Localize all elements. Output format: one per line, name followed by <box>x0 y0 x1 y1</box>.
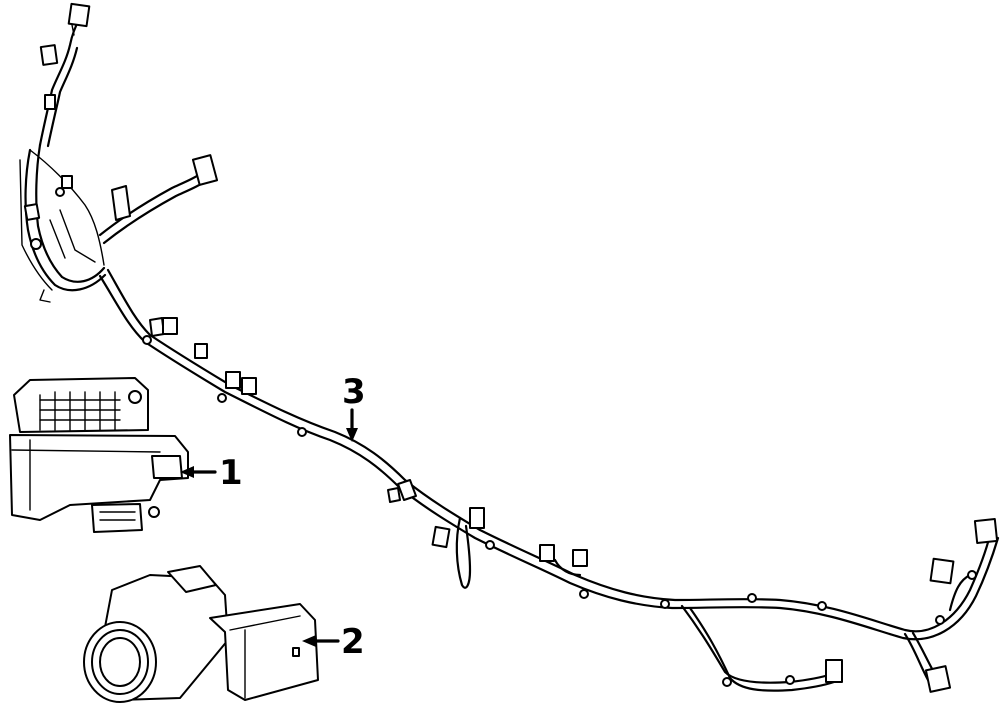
callout-3-label: 3 <box>342 372 366 412</box>
callout-1-label: 1 <box>219 453 243 493</box>
control-module <box>9 377 189 533</box>
callout-1: 1 <box>180 453 243 493</box>
callout-3: 3 <box>342 372 366 442</box>
callout-2: 2 <box>302 622 365 662</box>
parking-sensor <box>83 565 319 703</box>
callout-2-label: 2 <box>341 622 365 662</box>
wiring-harness <box>19 2 1000 693</box>
